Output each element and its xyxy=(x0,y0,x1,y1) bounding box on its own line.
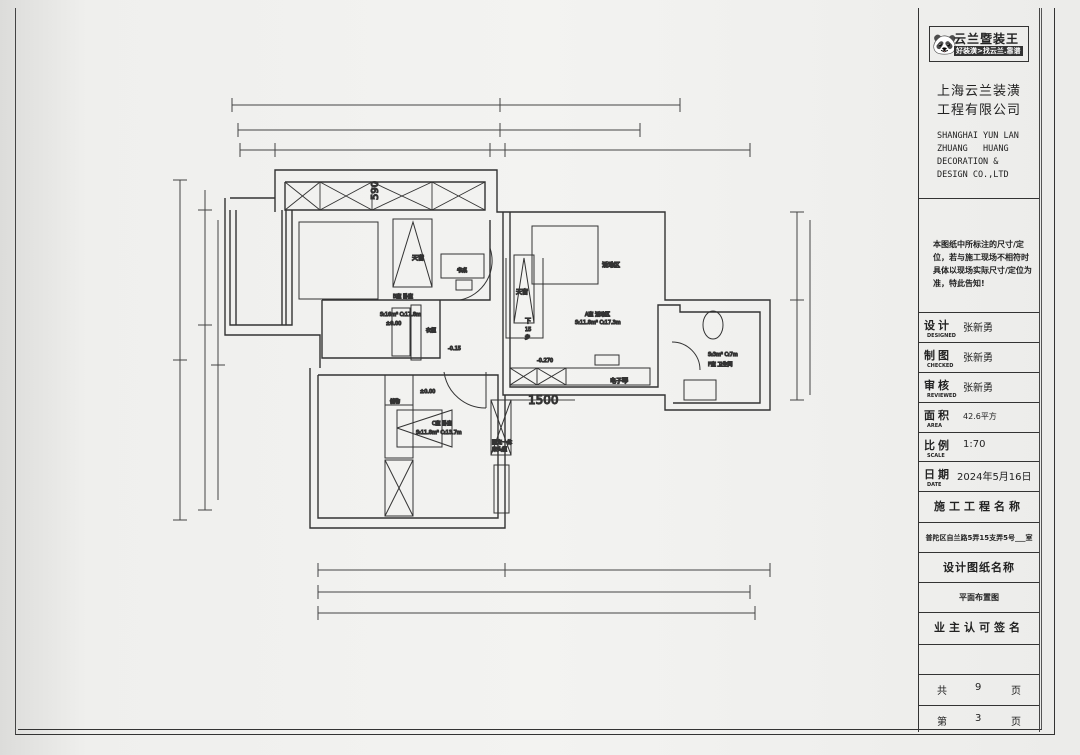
disclaimer-note: 本图纸中所标注的尺寸/定位，若与施工现场不相符时具体以现场实际尺寸/定位为准，特… xyxy=(933,240,1032,288)
stairs-down: 下 xyxy=(525,318,531,325)
keyboard-label: 电子琴 xyxy=(610,377,628,385)
activity-zone-label: 活动区 xyxy=(602,261,620,269)
total-pages-suffix: 页 xyxy=(1011,686,1021,697)
dim-1500: 1500 xyxy=(528,393,559,407)
field-label: 比例 xyxy=(924,439,952,452)
skylight-label: 天窗 xyxy=(516,288,528,296)
storage-label: 储物 xyxy=(390,398,400,405)
toilet xyxy=(702,310,724,340)
furniture xyxy=(284,181,724,517)
project-name-row: 普陀区自兰路5弄15支弄5号___室 xyxy=(919,522,1039,552)
door-swing xyxy=(443,371,487,409)
level-a: -0.270 xyxy=(537,358,553,364)
field-label: 审核 xyxy=(924,379,952,392)
skylight-label: 天窗 xyxy=(412,254,424,262)
room-f-label: F室 卫生间 xyxy=(708,361,732,368)
walls xyxy=(224,169,771,529)
field-label: 日期 xyxy=(924,468,952,481)
drawing-name-label-row: 设计图纸名称 xyxy=(919,552,1039,582)
field-label-en: REVIEWED xyxy=(927,393,957,399)
activity-area xyxy=(531,225,599,285)
bed xyxy=(298,221,379,300)
dim-590: 590 xyxy=(370,181,381,200)
room-f-area: S:3m² C:7m xyxy=(708,352,738,358)
field-label: 面积 xyxy=(924,409,952,422)
field-label-en: DATE xyxy=(927,482,942,488)
stairs-step: 步 xyxy=(525,335,530,341)
bathroom-door-swing xyxy=(671,341,701,371)
bedside-cabinet xyxy=(493,464,510,514)
company-name-line1: 上海云兰装潢 xyxy=(936,84,1021,99)
owner-sign-label-row: 业主认可签名 xyxy=(919,612,1039,644)
field-label-en: CHECKED xyxy=(927,363,954,369)
room-b-label: B室 卧室 xyxy=(393,293,413,300)
drawing-name-row: 平面布置图 xyxy=(919,582,1039,612)
bedside-label: 固定一体 xyxy=(492,439,512,446)
field-value: 张新勇 xyxy=(963,323,993,334)
field-label-en: SCALE xyxy=(927,453,945,459)
page-number-suffix: 页 xyxy=(1011,717,1021,728)
field-label: 制图 xyxy=(924,349,952,362)
level-c: ±0.00 xyxy=(420,389,435,395)
drawing-frame xyxy=(15,8,1055,735)
room-a-area: S:11.8m² C:17.3m xyxy=(575,320,621,326)
cabinet xyxy=(509,367,651,386)
panda-mascot-icon: 🐼 xyxy=(932,32,957,56)
field-label-en: AREA xyxy=(927,423,943,429)
field-label-en: DESIGNED xyxy=(927,333,956,339)
drawing-inner-frame xyxy=(18,8,1042,730)
room-c-label: C室 卧室 xyxy=(432,420,452,427)
drawing-name: 平面布置图 xyxy=(959,593,999,602)
company-logo: 🐼 云兰暨装王 好装潢>找云兰.靠谱 xyxy=(929,26,1029,62)
level-b: ±0.00 xyxy=(386,321,401,327)
wardrobe-label: 衣柜 xyxy=(426,327,436,334)
bedside-label: 床头柜 xyxy=(492,446,507,453)
title-block: 🐼 云兰暨装王 好装潢>找云兰.靠谱 上海云兰装潢 工程有限公司 SHANGHA… xyxy=(918,8,1040,732)
project-name-label-row: 施工工程名称 xyxy=(919,491,1039,522)
company-name-cn: 上海云兰装潢 工程有限公司 xyxy=(919,82,1039,120)
wardrobe-top xyxy=(284,181,486,211)
project-name-label: 施工工程名称 xyxy=(934,500,1024,513)
dimension-lines xyxy=(173,98,811,620)
divider xyxy=(919,312,1039,313)
room-b-area: S:16m² C:17.8m xyxy=(380,312,421,318)
logo-slogan: 好装潢>找云兰.靠谱 xyxy=(954,46,1023,56)
field-value: 2024年5月16日 xyxy=(957,472,1032,483)
field-value: 张新勇 xyxy=(963,353,993,364)
level-door: -0.15 xyxy=(448,346,461,352)
total-pages-row: 共 9 页 xyxy=(919,674,1039,705)
owner-sign-label: 业主认可签名 xyxy=(934,621,1024,634)
field-value: 42.6平方 xyxy=(963,412,997,421)
company-name-line2: 工程有限公司 xyxy=(936,103,1021,118)
page-number-prefix: 第 xyxy=(937,717,947,728)
total-pages-value: 9 xyxy=(975,682,982,693)
project-name: 普陀区自兰路5弄15支弄5号___室 xyxy=(925,534,1033,542)
logo-text: 云兰暨装王 xyxy=(954,32,1020,46)
divider xyxy=(919,198,1039,199)
desk xyxy=(440,253,485,279)
owner-sign-field xyxy=(919,644,1039,674)
room-c-area: S:11.8m² C:13.7m xyxy=(416,430,462,436)
desk-label: 书桌 xyxy=(457,267,467,274)
field-value: 1:70 xyxy=(963,439,986,450)
field-value: 张新勇 xyxy=(963,383,993,394)
page-number-row: 第 3 页 xyxy=(919,705,1039,732)
basin xyxy=(683,379,717,401)
company-name-en: SHANGHAI YUN LAN ZHUANG HUANG DECORATION… xyxy=(937,131,1019,180)
field-label: 设计 xyxy=(924,319,952,332)
room-a-label: A室 活动区 xyxy=(585,311,610,318)
stairs-steps: 15 xyxy=(525,327,531,333)
plan-labels: 590 1500 天窗 天窗 书桌 B室 卧室 S:16m² C:17.8m ±… xyxy=(369,180,738,453)
total-pages-prefix: 共 xyxy=(937,686,947,697)
drawing-name-label: 设计图纸名称 xyxy=(943,561,1015,574)
page-number-value: 3 xyxy=(975,713,982,724)
